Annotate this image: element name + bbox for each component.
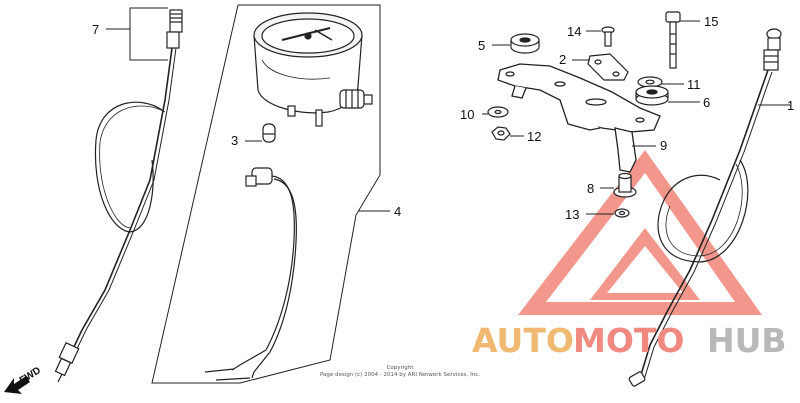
watermark-logo-text: AUTO MOTO HUB	[472, 321, 787, 360]
collar-8	[613, 172, 637, 198]
callout-8: 8	[587, 181, 594, 196]
nut-12	[491, 126, 511, 141]
callout-1: 1	[787, 98, 794, 113]
speedometer-cable-right	[628, 28, 782, 387]
callout-12: 12	[527, 129, 541, 144]
speedometer-gauge	[253, 12, 373, 127]
meter-bracket-9	[497, 63, 661, 173]
washer-10	[487, 106, 509, 118]
copyright-line-1: Copyright	[386, 365, 414, 371]
bulb-socket	[262, 123, 276, 143]
bracket-plate-2	[587, 53, 629, 81]
callout-11: 11	[687, 77, 701, 92]
callout-7: 7	[92, 22, 99, 37]
callout-10: 10	[460, 107, 474, 122]
watermark-auto: AUTO	[472, 321, 574, 360]
copyright-notice: Copyright Page design (c) 2004 - 2014 by…	[300, 365, 500, 379]
callout-15: 15	[704, 14, 718, 29]
callout-6: 6	[703, 95, 710, 110]
nut-13	[614, 208, 630, 218]
fwd-arrow-icon: FWD	[4, 365, 43, 394]
copyright-line-2: Page design (c) 2004 - 2014 by ARI Netwo…	[319, 372, 481, 378]
meter-assembly-outline	[151, 4, 381, 384]
callout-7-bracket	[106, 7, 168, 61]
watermark-logo-triangle	[518, 150, 762, 315]
callout-3: 3	[231, 133, 238, 148]
watermark-moto: MOTO	[573, 321, 684, 360]
bolt-15	[665, 11, 681, 69]
callout-9: 9	[660, 138, 667, 153]
rubber-grommet-5	[510, 33, 540, 54]
callout-2: 2	[559, 52, 566, 67]
rubber-grommet-6	[635, 85, 669, 106]
watermark-hub: HUB	[707, 321, 787, 360]
speedometer-cable-left	[54, 9, 183, 383]
callout-5: 5	[478, 38, 485, 53]
callout-14: 14	[567, 24, 581, 39]
callout-4: 4	[394, 204, 401, 219]
washer-11	[637, 76, 663, 88]
fwd-label: FWD	[18, 365, 43, 386]
callout-13: 13	[565, 207, 579, 222]
meter-light-harness	[204, 167, 297, 381]
screw-14	[601, 26, 615, 47]
